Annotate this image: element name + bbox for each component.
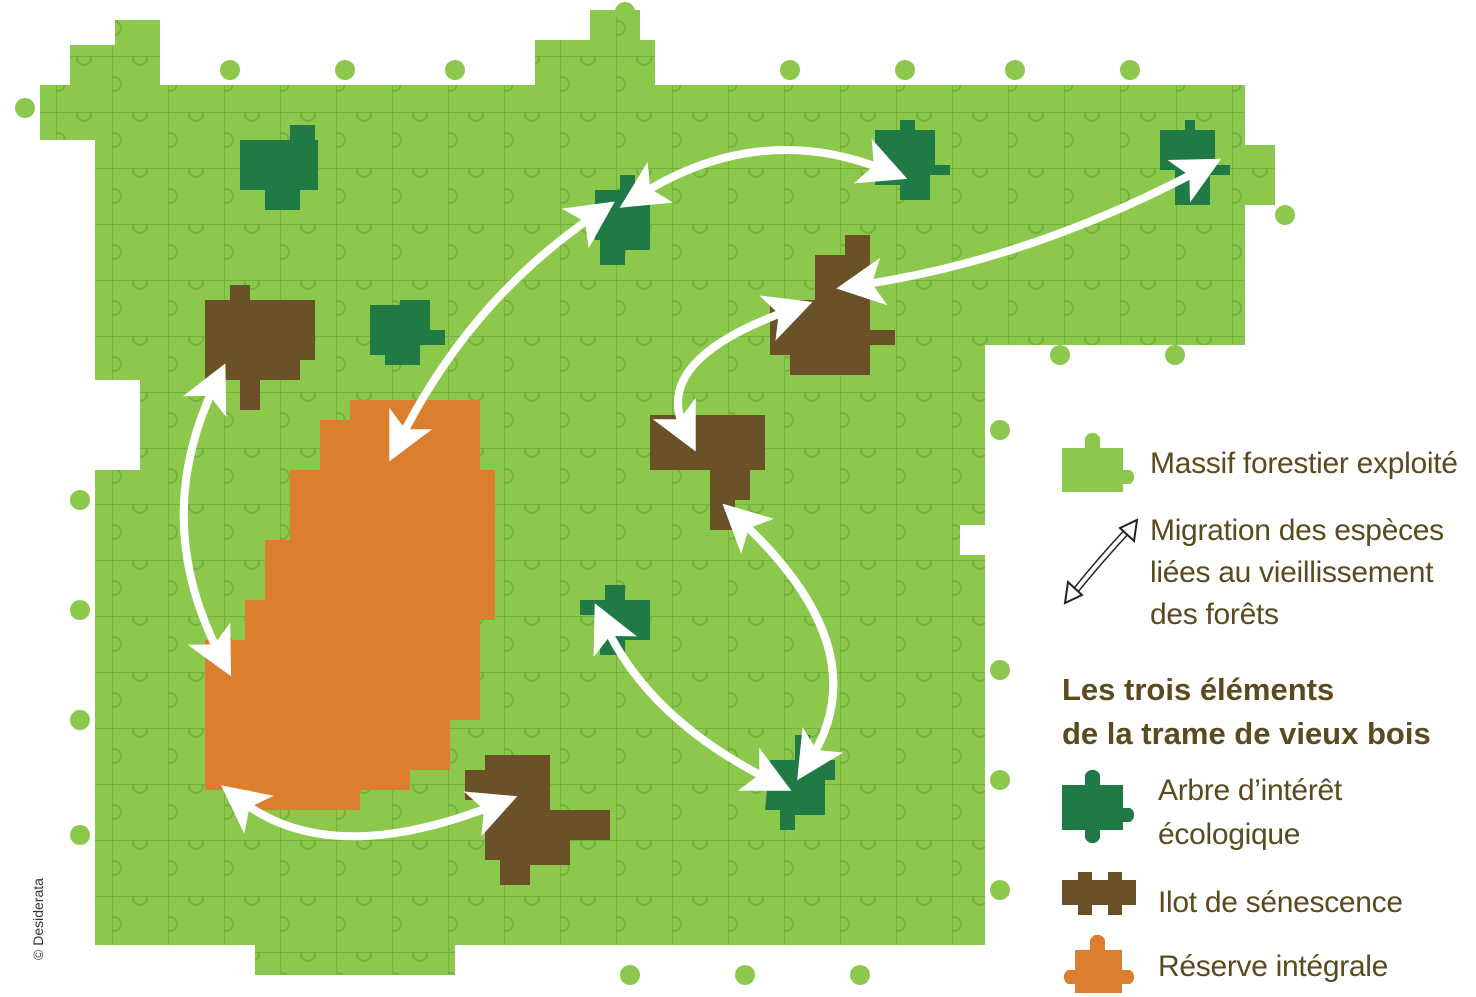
legend-arbre-line1: Arbre d’intérêt (1158, 774, 1342, 807)
migration-arrow (221, 785, 518, 841)
migration-arrow (652, 295, 813, 452)
migration-arrows (179, 138, 1222, 841)
legend-reserve-label: Réserve intégrale (1158, 950, 1389, 983)
migration-arrow (179, 363, 232, 677)
legend-heading-line2: de la trame de vieux bois (1062, 716, 1431, 751)
legend-migration-line3: des forêts (1150, 598, 1279, 631)
migration-arrow (836, 158, 1222, 306)
credit-text: © Desiderata (30, 878, 46, 960)
reserve-integrale-zone (205, 400, 495, 810)
forest-massif (15, 2, 1295, 985)
puzzle-piece-orange-icon (1063, 934, 1135, 993)
puzzle-piece-dark-green-icon (1062, 769, 1135, 844)
puzzle-piece-brown-icon (1062, 872, 1136, 915)
migration-arrow (722, 503, 844, 781)
double-arrow-icon (1063, 518, 1139, 605)
legend-arbre-line2: écologique (1158, 818, 1301, 851)
legend-migration-line2: liées au vieillissement (1150, 556, 1434, 589)
legend-ilot-label: Ilot de sénescence (1158, 886, 1403, 919)
puzzle-piece-light-green-icon (1062, 432, 1135, 492)
legend-massif-label: Massif forestier exploité (1150, 447, 1458, 480)
legend-heading-line1: Les trois éléments (1062, 672, 1335, 707)
migration-arrow (593, 603, 792, 791)
migration-arrow (389, 201, 615, 462)
legend-migration-line1: Migration des espèces (1150, 514, 1444, 547)
